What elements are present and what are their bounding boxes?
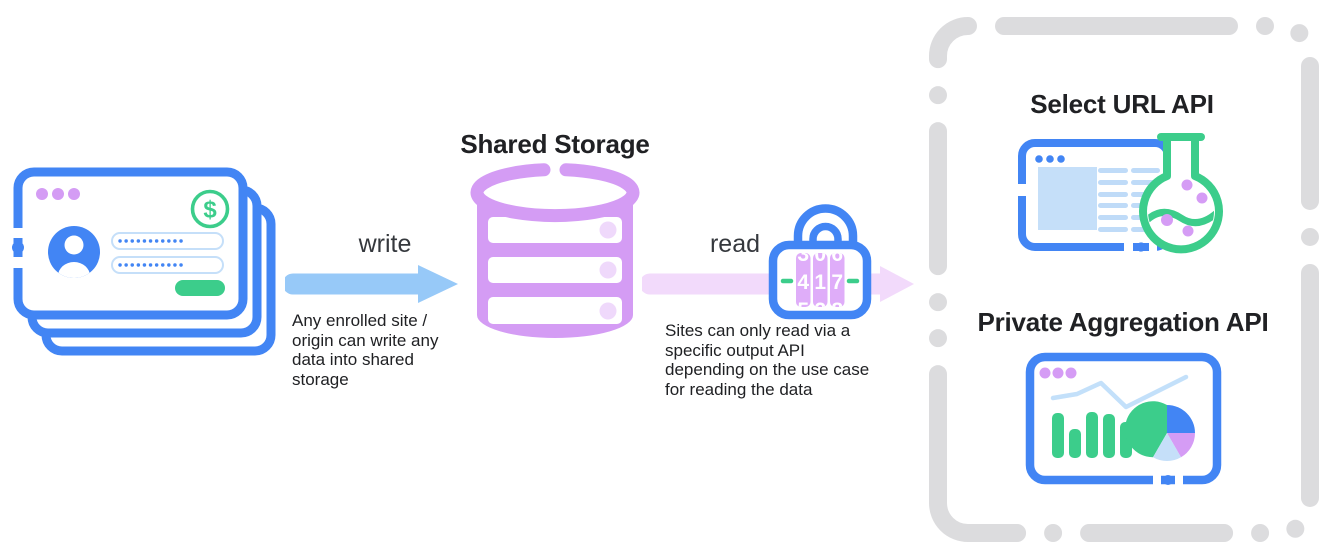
window-dots-icon: [1035, 155, 1065, 163]
front-window: $: [11, 167, 248, 320]
password-field: [111, 232, 224, 250]
browser-stack-icon: $: [11, 167, 276, 356]
dial-digit: 1: [814, 271, 826, 294]
combination-dials: 3 0 6 4 1 7 5 2 8: [780, 243, 860, 322]
database-icon: [470, 163, 640, 338]
flask-bubbles: [1161, 179, 1208, 237]
submit-button-shape: [175, 280, 225, 296]
shared-storage-title: Shared Storage: [460, 129, 650, 159]
dashboard-chart-icon: [1025, 352, 1222, 485]
border-dot: [1163, 475, 1173, 485]
dial-digit: 7: [831, 271, 843, 294]
dial-digit-partial: 8: [831, 299, 843, 322]
write-caption: Any enrolled site / origin can write any…: [292, 311, 439, 390]
browser-flask-icon: [1018, 133, 1223, 254]
write-arrow: [285, 265, 458, 303]
dollar-glyph: $: [203, 197, 217, 224]
window-dots-icon: [1039, 367, 1077, 379]
read-caption: Sites can only read via a specific outpu…: [665, 321, 870, 400]
read-label: read: [709, 230, 761, 258]
select-url-api-title: Select URL API: [1030, 89, 1214, 119]
dial-digit-partial: 3: [797, 243, 809, 266]
dial-digit: 4: [797, 271, 809, 294]
dial-digit-partial: 5: [797, 299, 809, 322]
pie-chart: [1125, 401, 1195, 462]
dial-digit-partial: 0: [814, 243, 826, 266]
padlock-icon: 3 0 6 4 1 7 5 2 8: [768, 204, 872, 322]
dial-digit-partial: 2: [814, 299, 826, 322]
dollar-icon: $: [190, 189, 230, 229]
database-rows: [488, 217, 622, 324]
dashed-output-boundary: [929, 17, 1319, 542]
private-aggregation-api-title: Private Aggregation API: [977, 307, 1269, 337]
content-block: [1038, 167, 1097, 230]
bar-chart: [1052, 412, 1132, 458]
border-dot: [12, 241, 24, 254]
window-dots-icon: [36, 188, 80, 200]
flask-icon: [1139, 133, 1223, 254]
write-label: write: [358, 230, 412, 258]
border-dot: [1136, 242, 1146, 252]
password-field: [111, 256, 224, 274]
line-chart: [1050, 374, 1189, 410]
avatar: [48, 226, 100, 278]
dial-digit-partial: 6: [831, 243, 843, 266]
